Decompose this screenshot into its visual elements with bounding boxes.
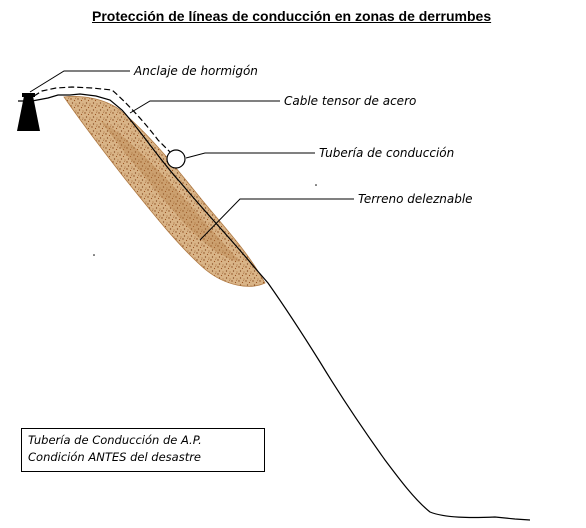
label-tensor-cable: Cable tensor de acero	[284, 94, 417, 108]
concrete-anchor-cap	[22, 93, 35, 97]
terrain-slope-line	[18, 93, 531, 521]
anchor-leader-line	[29, 70, 130, 93]
note-line-2: Condición ANTES del desastre	[28, 450, 202, 464]
note-line-1: Tubería de Conducción de A.P.	[28, 433, 202, 447]
stray-dot	[315, 184, 317, 186]
condition-note-box: Tubería de Conducción de A.P. Condición …	[21, 428, 265, 472]
conduction-pipe	[166, 149, 186, 169]
label-conduction-pipe: Tubería de conducción	[319, 146, 455, 160]
concrete-anchor	[17, 96, 40, 131]
diagram-title: Protección de líneas de conducción en zo…	[92, 8, 492, 24]
soil-leader-line	[199, 198, 354, 241]
label-concrete-anchor: Anclaje de hormigón	[134, 64, 258, 78]
steel-tensor-cable	[33, 86, 171, 153]
pipe-leader-line	[185, 152, 315, 159]
label-loose-soil: Terreno deleznable	[358, 192, 473, 206]
cable-leader-line	[129, 100, 280, 114]
loose-soil-core	[100, 120, 240, 262]
stray-dot	[93, 254, 95, 256]
